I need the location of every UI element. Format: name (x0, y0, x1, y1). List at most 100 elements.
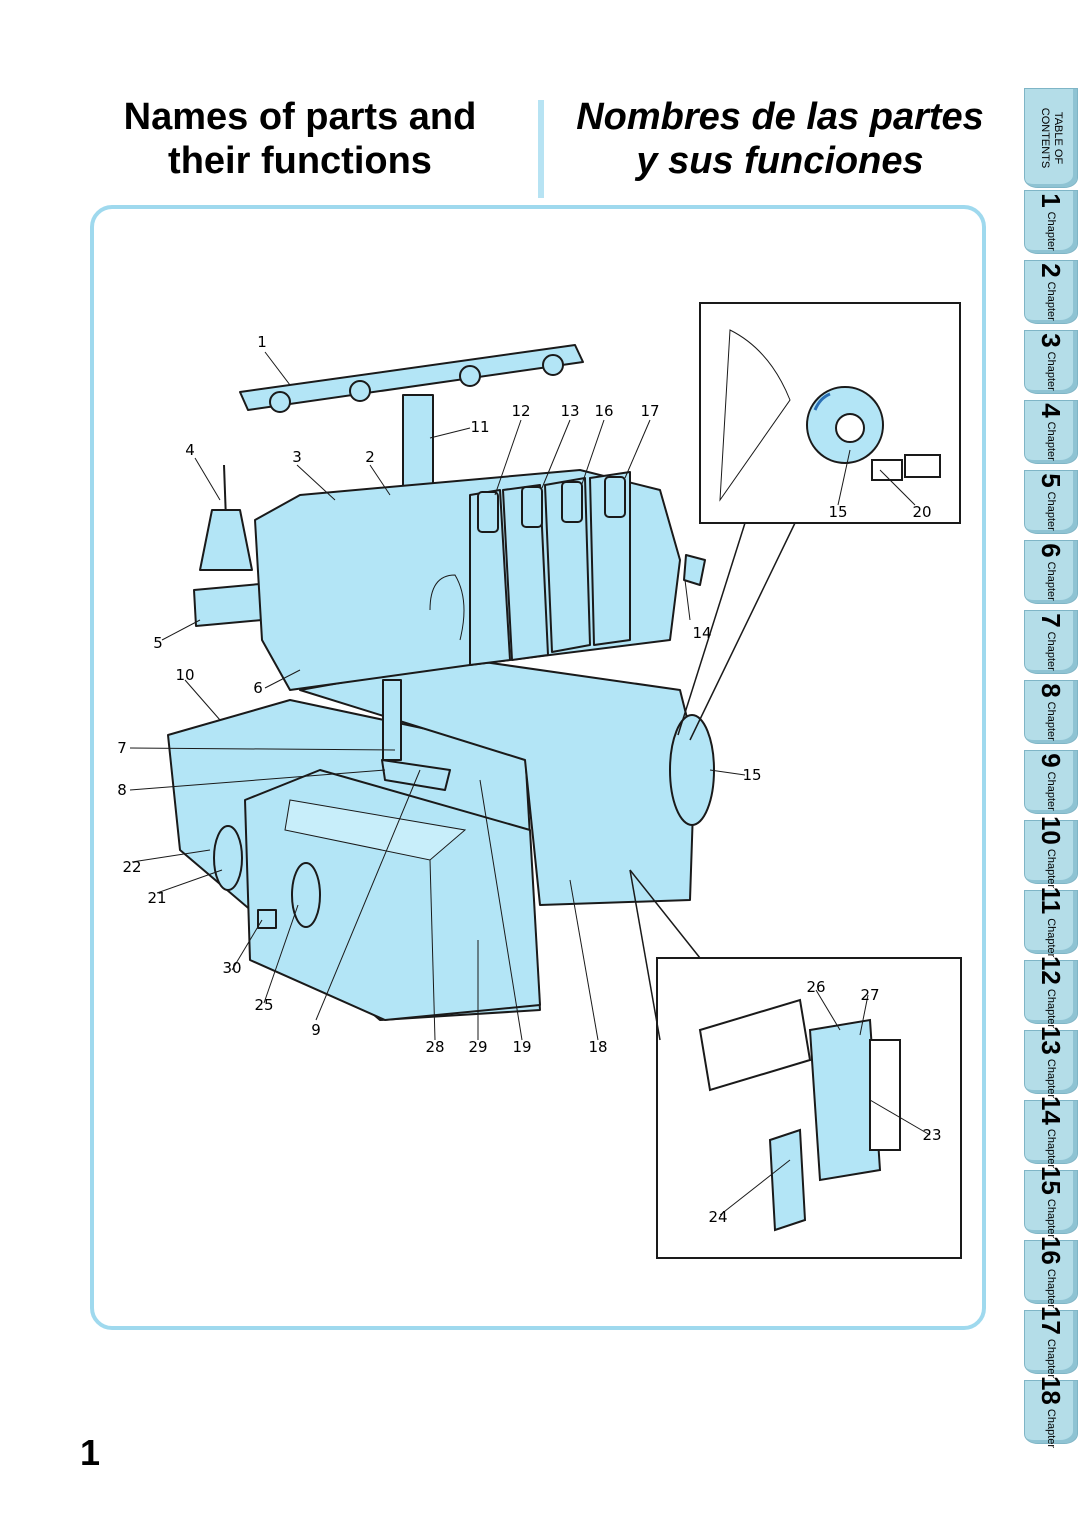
tab-chapter-number: 6 (1036, 543, 1066, 558)
presser-foot (381, 759, 451, 791)
tab-chapter-number: 18 (1036, 1375, 1066, 1405)
callout-5: 5 (153, 634, 163, 652)
tab-chapter-number: 2 (1036, 263, 1066, 278)
callout-19: 19 (512, 1038, 531, 1056)
callout-9: 9 (311, 1021, 321, 1039)
tab-chapter-number: 14 (1036, 1095, 1066, 1125)
tab-chapter-label: Chapter (1045, 491, 1058, 531)
tab-chapter-label: Chapter (1045, 561, 1058, 601)
callout-28: 28 (425, 1038, 444, 1056)
callout-24: 24 (708, 1208, 727, 1226)
tab-chapter-label: Chapter (1045, 421, 1058, 461)
tab-table-of-contents[interactable]: TABLE OF CONTENTS (1024, 88, 1078, 188)
callout-12: 12 (511, 402, 530, 420)
callout-11: 11 (470, 418, 489, 436)
page-number: 1 (80, 1432, 101, 1473)
inset-loopers (656, 957, 962, 1259)
illustration-frame (90, 205, 986, 1330)
callout-18: 18 (588, 1038, 607, 1056)
tab-chapter-label: Chapter (1045, 848, 1058, 889)
callout-26: 26 (806, 978, 825, 996)
tab-chapter-number: 12 (1036, 955, 1066, 985)
title-spanish-line-1: Nombres de las partes (576, 96, 984, 138)
tab-chapter-number: 15 (1036, 1165, 1066, 1195)
callout-29: 29 (468, 1038, 487, 1056)
thread-stand-bar (239, 344, 584, 411)
tab-chapter-label: Chapter (1045, 211, 1058, 251)
serger-illustration: 1 2 3 4 5 6 7 8 9 10 11 12 13 14 15 15 1… (117, 302, 962, 1259)
callout-8: 8 (117, 781, 127, 799)
handwheel (669, 714, 715, 826)
title-spanish-line-2: y sus funciones (636, 140, 924, 182)
tab-chapter-label: Chapter (1045, 1128, 1058, 1169)
callout-7: 7 (117, 739, 127, 757)
tab-chapter-number: 10 (1036, 815, 1066, 845)
toc-line-2: CONTENTS (1039, 107, 1051, 169)
tab-chapter-label: Chapter (1045, 918, 1058, 958)
callout-13: 13 (560, 402, 579, 420)
tab-chapter-label: Chapter (1045, 701, 1058, 741)
callout-30: 30 (222, 959, 241, 977)
tab-chapter-number: 1 (1036, 193, 1066, 208)
callout-3: 3 (292, 448, 302, 466)
callout-14: 14 (692, 624, 711, 642)
tab-chapter-label: Chapter (1045, 351, 1058, 391)
title-spanish: Nombres de las partes y sus funciones (560, 95, 1000, 183)
tab-chapter-number: 7 (1036, 613, 1066, 628)
tab-chapter-label: Chapter (1045, 281, 1058, 321)
tab-chapter-number: 9 (1036, 753, 1066, 768)
tab-chapter-number: 16 (1036, 1235, 1066, 1265)
title-english-line-2: their functions (168, 140, 432, 182)
tab-chapter-label: Chapter (1045, 1338, 1058, 1379)
tab-chapter-label: Chapter (1045, 1198, 1058, 1239)
tab-chapter-number: 8 (1036, 683, 1066, 698)
callout-4: 4 (185, 441, 195, 459)
tab-chapter-label: Chapter (1045, 1408, 1058, 1449)
callout-21: 21 (147, 889, 166, 907)
tab-chapter-number: 4 (1036, 403, 1066, 418)
tab-chapter-number: 5 (1036, 473, 1066, 488)
callout-22: 22 (122, 858, 141, 876)
tab-chapter-label: Chapter (1045, 1058, 1058, 1099)
callout-17: 17 (640, 402, 659, 420)
tab-chapter-number: 13 (1036, 1025, 1066, 1055)
callout-15-inset: 15 (828, 503, 847, 521)
callout-1: 1 (257, 333, 267, 351)
callout-27: 27 (860, 986, 879, 1004)
presser-foot-bar (382, 679, 402, 761)
callout-2: 2 (365, 448, 375, 466)
callout-20: 20 (912, 503, 931, 521)
callout-10: 10 (175, 666, 194, 684)
tab-chapter-number: 3 (1036, 333, 1066, 348)
title-english-line-1: Names of parts and (123, 96, 477, 138)
tab-chapter-label: Chapter (1045, 631, 1058, 671)
inset-handwheel (699, 302, 961, 524)
spool-base (193, 583, 263, 627)
tab-chapter-number: 17 (1036, 1305, 1066, 1335)
title-english: Names of parts and their functions (100, 95, 500, 183)
title-divider (538, 100, 544, 198)
thread-stand-pole (402, 394, 434, 496)
toc-line-1: TABLE OF (1052, 111, 1064, 165)
callout-23: 23 (922, 1126, 941, 1144)
spool-cone (199, 509, 253, 571)
tab-chapter-label: Chapter (1045, 988, 1058, 1029)
